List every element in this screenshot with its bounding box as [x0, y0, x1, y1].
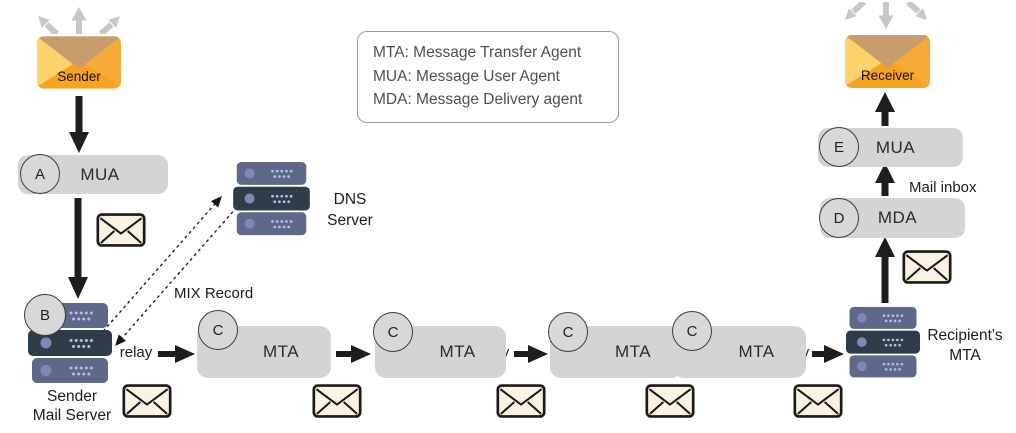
dns-server-icon [233, 162, 310, 237]
badge-c3: C [548, 312, 588, 352]
spread-arrows-icon [840, 2, 932, 30]
recipient-mta-server-icon [846, 306, 920, 380]
black-arrows [68, 92, 895, 303]
dns-server-label: DNS Server [327, 191, 373, 229]
mail-inbox-label: Mail inbox [909, 179, 977, 196]
receiver-envelope-icon: Receiver [845, 35, 930, 88]
badge-d: D [819, 198, 859, 238]
badge-e: E [819, 127, 859, 167]
mix-record-label: MIX Record [174, 285, 254, 302]
mua-a-label: MUA [80, 164, 120, 184]
mail-envelope-icon [902, 250, 952, 284]
badge-c4: C [672, 311, 712, 351]
mail-envelope-icon [496, 384, 546, 418]
badge-b: B [24, 294, 66, 336]
mail-envelope-icon [96, 213, 146, 247]
sender-label: Sender [57, 69, 101, 84]
badge-c2: C [373, 312, 413, 352]
mail-envelope-icon [122, 384, 172, 418]
legend-line-mua: MUA: Message User Agent [373, 67, 560, 85]
badge-c1: C [198, 310, 238, 350]
mail-envelope-icon [793, 384, 843, 418]
sender-mail-server-label: Sender Mail Server [32, 388, 112, 424]
mta4-box: MTA [673, 326, 806, 378]
sender-envelope-icon: Sender [37, 36, 121, 89]
legend-line-mta: MTA: Message Transfer Agent [373, 44, 582, 61]
legend-box: MTA: Message Transfer Agent MUA: Message… [357, 31, 619, 123]
recipient-mta-label: Recipient's MTA [927, 327, 1003, 364]
spread-arrows-icon [33, 6, 125, 34]
mail-envelope-icon [312, 384, 362, 418]
badge-a: A [20, 154, 60, 194]
receiver-label: Receiver [860, 68, 915, 83]
relay1-label: relay [119, 344, 153, 361]
legend-line-mda: MDA: Message Delivery agent [373, 91, 583, 108]
mail-envelope-icon [645, 384, 695, 418]
